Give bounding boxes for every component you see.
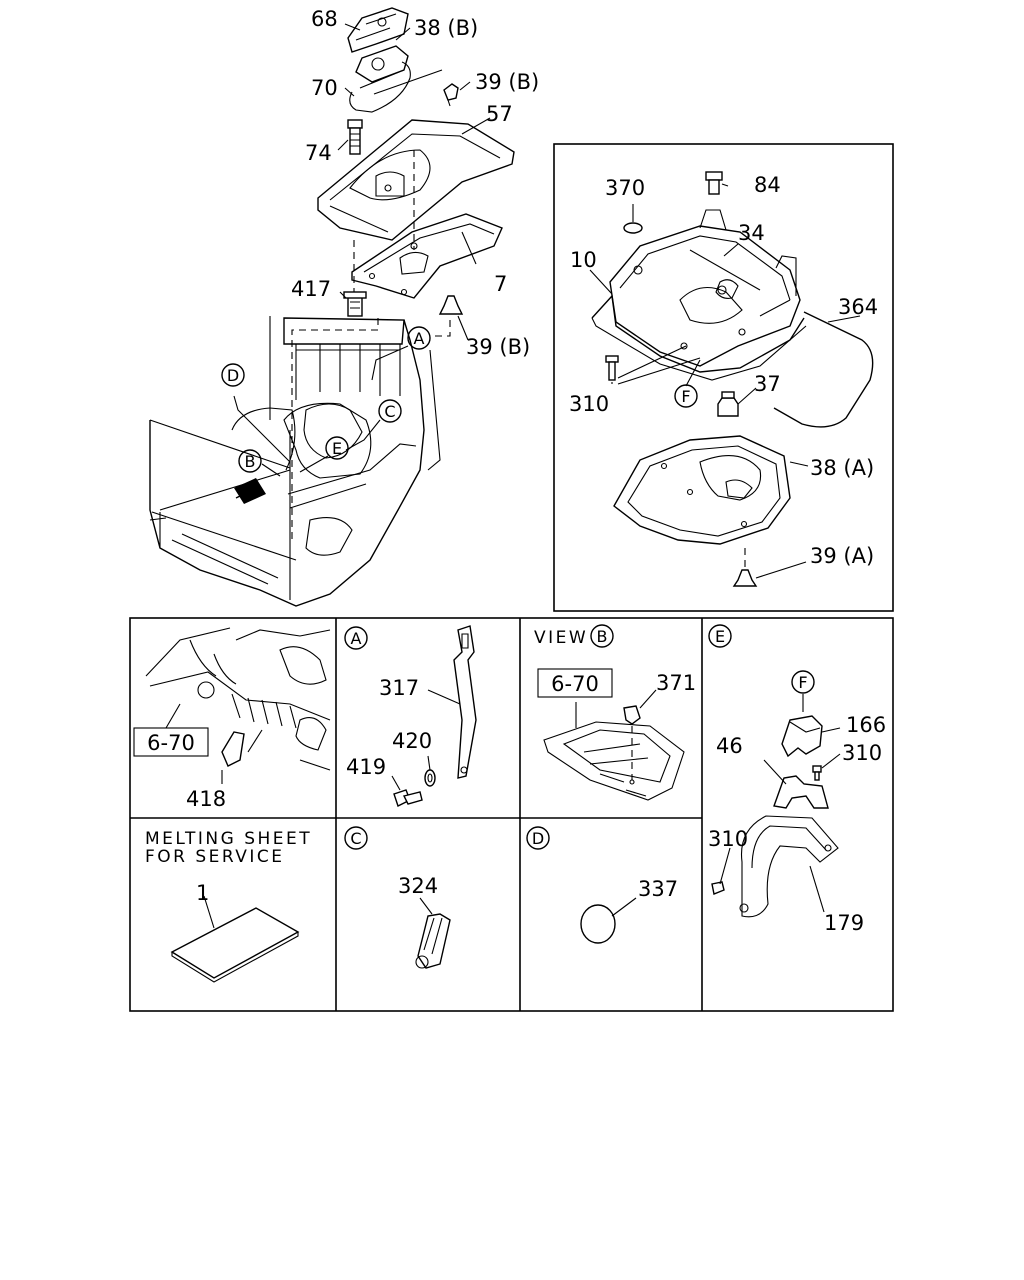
label-179: 179 (824, 911, 864, 935)
ref-box-6-70-a: 6-70 (147, 731, 195, 755)
label-310-b: 310 (708, 827, 748, 851)
svg-text:D: D (532, 829, 544, 848)
view-arrow (234, 478, 266, 504)
label-166: 166 (846, 713, 886, 737)
cell-e-detail: E F 166 46 310 310 1 (708, 624, 886, 935)
label-1: 1 (196, 881, 209, 905)
label-310-a: 310 (842, 741, 882, 765)
vehicle-floor-body (149, 316, 441, 607)
part-39b-clip-lower (438, 295, 464, 315)
label-324: 324 (398, 874, 438, 898)
callout-b-grid: B (590, 624, 614, 648)
label-7: 7 (494, 272, 507, 296)
cell-d-detail: D 337 (526, 826, 678, 944)
cell-view-b: VIEW B 6-70 371 (534, 624, 696, 801)
label-70: 70 (311, 76, 338, 100)
label-68: 68 (311, 7, 338, 31)
svg-text:B: B (245, 452, 256, 471)
part-364-cable (773, 311, 874, 428)
label-84: 84 (754, 173, 781, 197)
part-417-grommet (343, 291, 367, 317)
part-68-bracket (347, 7, 409, 53)
label-364: 364 (838, 295, 878, 319)
callout-a: A (407, 326, 431, 350)
part-39b-clip-upper (373, 69, 459, 107)
label-34: 34 (738, 221, 765, 245)
label-37: 37 (754, 372, 781, 396)
part-70-seal (349, 61, 411, 113)
callout-c-grid: C (344, 826, 368, 850)
callout-c: C (378, 399, 402, 423)
label-38b: 38 (B) (414, 16, 478, 40)
view-word: VIEW (534, 628, 588, 648)
callout-f: F (674, 384, 698, 408)
label-420: 420 (392, 729, 432, 753)
part-370-plug (623, 222, 643, 234)
label-337: 337 (638, 877, 678, 901)
cell-melting-sheet: MELTING SHEET FOR SERVICE 1 (145, 829, 312, 983)
cell-floor-ref: 6-70 418 (133, 627, 331, 811)
part-39a-clip (732, 548, 758, 587)
cell-a-detail: A 317 420 419 (344, 625, 477, 807)
part-74-bolt (347, 119, 363, 155)
label-39b-lower: 39 (B) (466, 335, 530, 359)
part-7-plate (351, 213, 503, 299)
svg-text:E: E (332, 439, 342, 458)
part-84-bolt (705, 171, 723, 195)
callout-e: E (325, 436, 349, 460)
label-317: 317 (379, 676, 419, 700)
melting-caption-line2: FOR SERVICE (145, 847, 285, 867)
svg-text:B: B (597, 627, 608, 646)
part-37-bumper (717, 391, 739, 417)
part-38b-pad (355, 45, 409, 83)
callout-f-grid: F (791, 670, 815, 694)
part-34-tray (609, 209, 801, 367)
label-310: 310 (569, 392, 609, 416)
callout-d-grid: D (526, 826, 550, 850)
label-74: 74 (305, 141, 332, 165)
melting-caption-line1: MELTING SHEET (145, 829, 312, 849)
svg-text:E: E (715, 627, 725, 646)
cell-c-detail: C 324 (344, 826, 451, 969)
label-10: 10 (570, 248, 597, 272)
svg-text:A: A (414, 329, 425, 348)
label-46: 46 (716, 734, 743, 758)
callout-a-grid: A (344, 626, 368, 650)
detail-grid: 6-70 418 A 317 420 419 VIEW (129, 617, 894, 1012)
svg-text:F: F (681, 387, 690, 406)
inset-f-panel: 370 84 34 10 364 310 37 38 (A) 39 (A) F (553, 143, 894, 612)
label-39a: 39 (A) (810, 544, 874, 568)
label-417: 417 (291, 277, 331, 301)
label-371: 371 (656, 671, 696, 695)
label-419: 419 (346, 755, 386, 779)
svg-text:D: D (227, 366, 239, 385)
part-38a-mat (613, 435, 791, 545)
callout-d: D (221, 363, 245, 387)
label-370: 370 (605, 176, 645, 200)
label-38a: 38 (A) (810, 456, 874, 480)
label-57: 57 (486, 102, 513, 126)
label-39b-upper: 39 (B) (475, 70, 539, 94)
svg-text:A: A (351, 629, 362, 648)
main-exploded-view: 68 38 (B) 70 39 (B) 57 74 7 417 39 (B) A… (149, 7, 539, 607)
svg-text:F: F (798, 673, 807, 692)
callout-e-grid: E (708, 624, 732, 648)
ref-box-6-70-b: 6-70 (551, 672, 599, 696)
part-310-bolt (605, 355, 619, 381)
part-57-cover (317, 119, 515, 241)
main-leaders (233, 23, 491, 477)
callout-b: B (238, 449, 262, 473)
svg-text:C: C (384, 402, 395, 421)
label-418: 418 (186, 787, 226, 811)
svg-text:C: C (350, 829, 361, 848)
